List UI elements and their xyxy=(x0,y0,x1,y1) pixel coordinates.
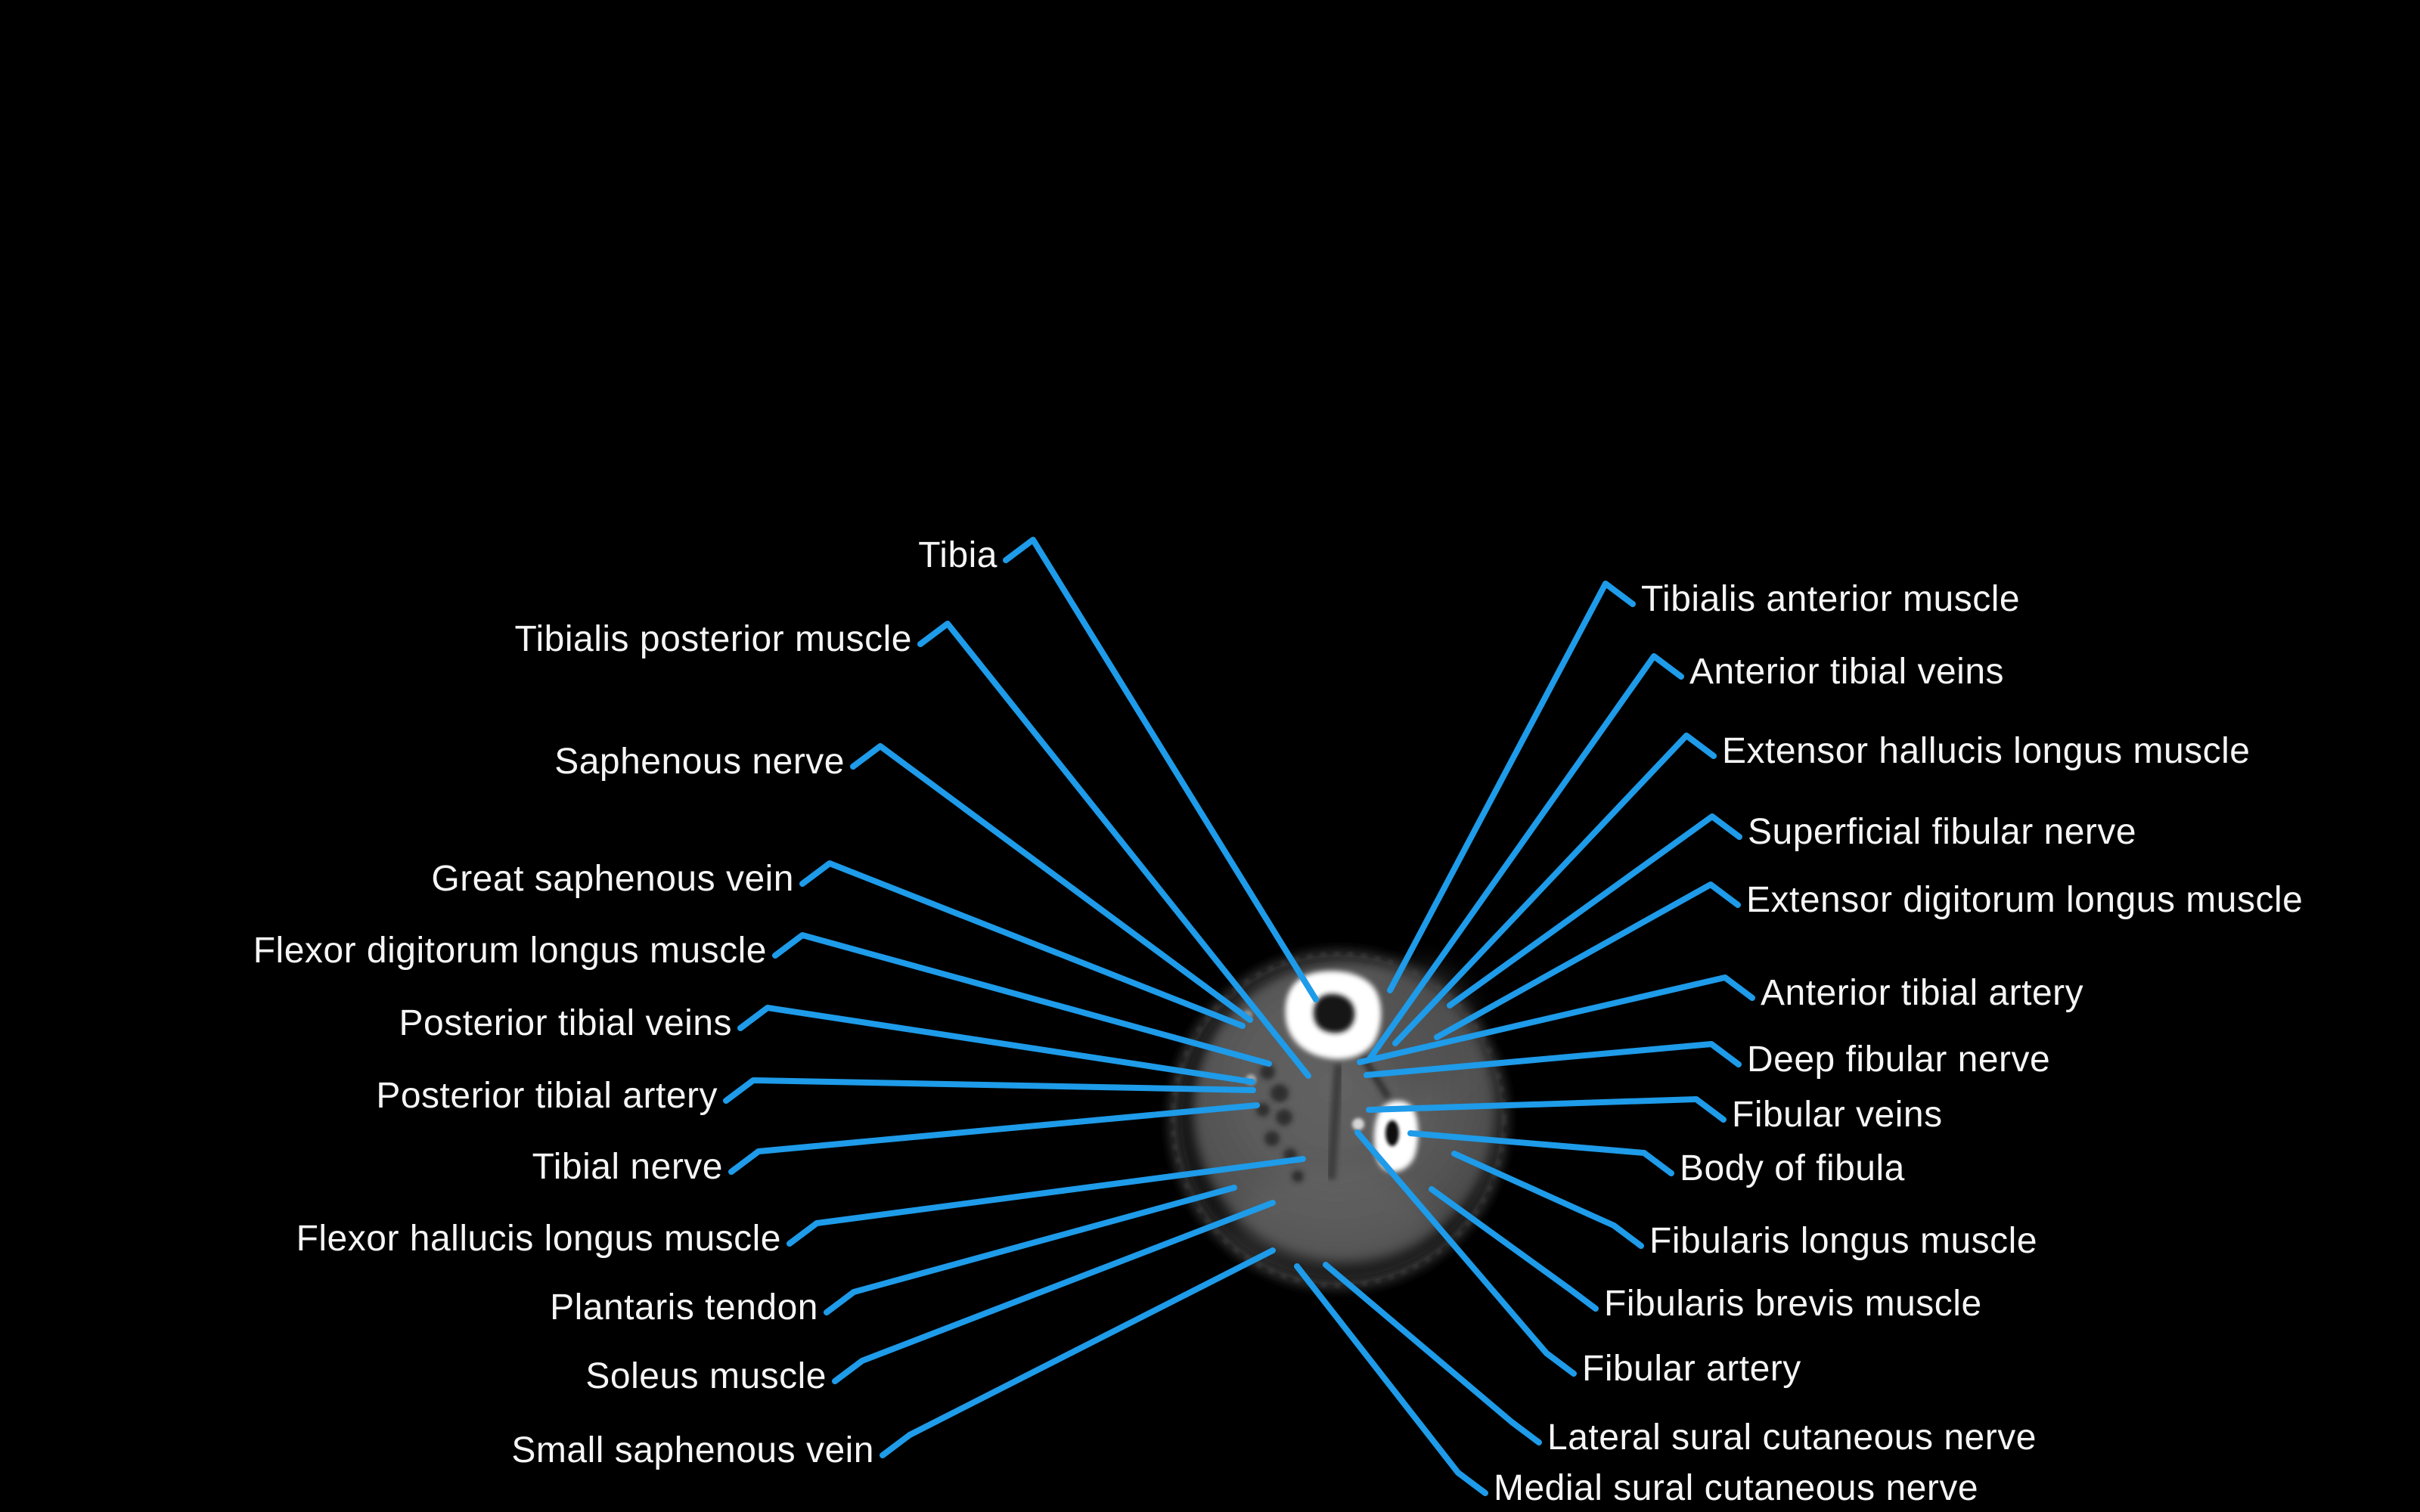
label-tibialis-anterior-muscle: Tibialis anterior muscle xyxy=(1641,578,2021,619)
label-fibular-artery: Fibular artery xyxy=(1582,1348,1801,1389)
interosseous-membrane-shadow xyxy=(1360,1055,1392,1100)
label-tibia: Tibia xyxy=(918,534,997,575)
leader-line-lateral-sural-cutaneous-nerve xyxy=(1323,1262,1542,1445)
leader-line-flexor-hallucis-longus-muscle xyxy=(786,1156,1306,1247)
label-posterior-tibial-artery: Posterior tibial artery xyxy=(376,1075,718,1116)
label-anterior-tibial-artery: Anterior tibial artery xyxy=(1761,972,2084,1013)
label-medial-sural-cutaneous-nerve: Medial sural cutaneous nerve xyxy=(1494,1467,1979,1508)
posterior-muscle-sheen xyxy=(1234,1172,1431,1266)
leader-line-small-saphenous-vein xyxy=(880,1247,1276,1458)
leader-line-tibia xyxy=(1003,537,1319,1002)
ct-scan-image xyxy=(1169,950,1508,1289)
label-deep-fibular-nerve: Deep fibular nerve xyxy=(1747,1039,2051,1080)
label-extensor-hallucis-longus-muscle: Extensor hallucis longus muscle xyxy=(1722,730,2251,771)
leader-line-fibular-artery xyxy=(1354,1129,1577,1377)
anterolateral-shade xyxy=(1364,963,1476,1093)
leader-lines-layer xyxy=(723,537,1755,1496)
fibula-medullary-cavity xyxy=(1385,1120,1399,1146)
posterior-fascial-plane xyxy=(1326,1064,1343,1180)
label-extensor-digitorum-longus-muscle: Extensor digitorum longus muscle xyxy=(1746,879,2304,920)
leader-line-tibialis-anterior-muscle xyxy=(1387,581,1636,993)
leader-line-flexor-digitorum-longus-muscle xyxy=(772,932,1272,1067)
label-fibularis-brevis-muscle: Fibularis brevis muscle xyxy=(1604,1283,1982,1324)
leader-line-great-saphenous-vein xyxy=(799,860,1246,1029)
label-body-of-fibula: Body of fibula xyxy=(1680,1148,1905,1188)
leader-line-anterior-tibial-veins xyxy=(1366,653,1684,1063)
leader-line-anterior-tibial-artery xyxy=(1357,974,1755,1065)
leader-line-posterior-tibial-artery xyxy=(723,1077,1256,1104)
label-small-saphenous-vein: Small saphenous vein xyxy=(511,1430,874,1470)
tibia-medullary-cavity xyxy=(1314,993,1355,1033)
label-soleus-muscle: Soleus muscle xyxy=(585,1356,827,1396)
label-flexor-hallucis-longus-muscle: Flexor hallucis longus muscle xyxy=(296,1218,781,1259)
leader-line-plantaris-tendon xyxy=(824,1185,1237,1315)
leader-line-extensor-hallucis-longus-muscle xyxy=(1392,733,1717,1046)
leader-line-medial-sural-cutaneous-nerve xyxy=(1294,1263,1488,1496)
label-tibial-nerve: Tibial nerve xyxy=(532,1146,723,1187)
leader-line-tibialis-posterior-muscle xyxy=(917,621,1311,1079)
label-flexor-digitorum-longus-muscle: Flexor digitorum longus muscle xyxy=(253,930,767,971)
leader-line-superficial-fibular-nerve xyxy=(1447,813,1742,1009)
label-saphenous-nerve: Saphenous nerve xyxy=(554,741,845,782)
leader-line-soleus-muscle xyxy=(832,1200,1276,1384)
label-fibularis-longus-muscle: Fibularis longus muscle xyxy=(1649,1220,2038,1261)
leader-line-deep-fibular-nerve xyxy=(1364,1041,1742,1078)
leader-line-posterior-tibial-veins xyxy=(737,1005,1255,1085)
label-great-saphenous-vein: Great saphenous vein xyxy=(431,858,794,899)
label-lateral-sural-cutaneous-nerve: Lateral sural cutaneous nerve xyxy=(1547,1417,2037,1458)
label-tibialis-posterior-muscle: Tibialis posterior muscle xyxy=(514,618,912,659)
leader-line-body-of-fibula xyxy=(1407,1130,1674,1176)
leader-line-fibularis-longus-muscle xyxy=(1451,1151,1644,1249)
leader-line-fibular-veins xyxy=(1366,1096,1727,1123)
label-plantaris-tendon: Plantaris tendon xyxy=(550,1287,818,1328)
label-posterior-tibial-veins: Posterior tibial veins xyxy=(399,1002,732,1043)
leader-line-tibial-nerve xyxy=(728,1102,1260,1175)
leader-line-saphenous-nerve xyxy=(850,743,1253,1023)
leader-line-extensor-digitorum-longus-muscle xyxy=(1434,881,1741,1040)
fibular-vessel-speck xyxy=(1352,1118,1364,1130)
leader-line-fibularis-brevis-muscle xyxy=(1429,1186,1599,1312)
skin-texture-ring xyxy=(1171,953,1506,1287)
label-fibular-veins: Fibular veins xyxy=(1732,1094,1943,1135)
label-superficial-fibular-nerve: Superficial fibular nerve xyxy=(1748,811,2137,852)
label-anterior-tibial-veins: Anterior tibial veins xyxy=(1689,651,2005,692)
